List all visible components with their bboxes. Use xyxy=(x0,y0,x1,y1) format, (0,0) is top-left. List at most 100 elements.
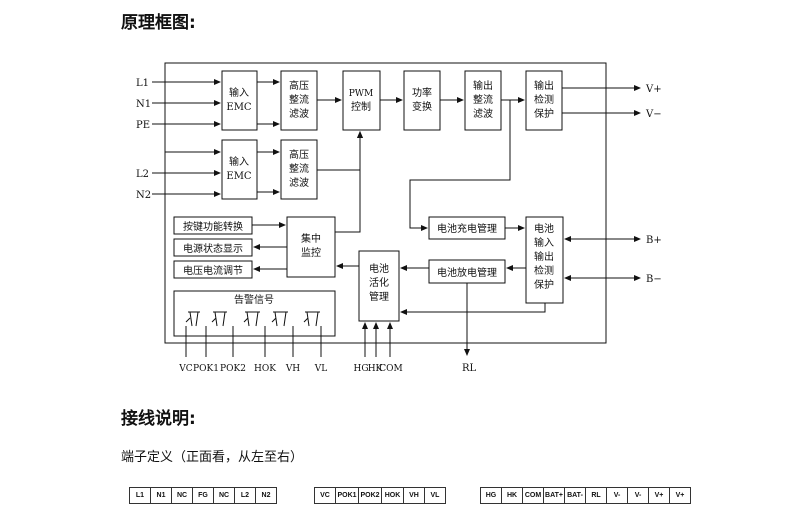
terminal-group-2: VC POK1 POK2 HOK VH VL xyxy=(314,487,446,504)
batprot-l3: 输出 xyxy=(534,250,554,263)
outfilter-l1: 输出 xyxy=(473,79,493,92)
signal-pok1: POK1 xyxy=(193,364,219,374)
input-l1: L1 xyxy=(136,78,149,89)
terminal-cell: VH xyxy=(404,488,425,503)
terminal-cell: BAT- xyxy=(565,488,586,503)
section-title-wiring: 接线说明: xyxy=(121,409,196,429)
terminal-cell: HG xyxy=(481,488,502,503)
emc1-l2: EMC xyxy=(226,102,252,113)
monitor-l2: 监控 xyxy=(301,246,321,259)
terminal-cell: HOK xyxy=(382,488,404,503)
terminal-group-3: HG HK COM BAT+ BAT- RL V- V- V+ V+ xyxy=(480,487,691,504)
terminal-cell: POK1 xyxy=(336,488,359,503)
block-battery-protection xyxy=(525,216,564,304)
powerstatus-label: 电源状态显示 xyxy=(183,242,243,255)
signal-hok: HOK xyxy=(254,364,276,374)
terminal-cell: L2 xyxy=(235,488,256,503)
keyswitch-label: 按键功能转换 xyxy=(183,220,243,233)
alarm-relays xyxy=(185,311,320,327)
batprot-l2: 输入 xyxy=(534,236,554,249)
block-hv-filter-1 xyxy=(280,70,318,131)
terminal-cell: COM xyxy=(523,488,544,503)
outfilter-l2: 整流 xyxy=(473,93,493,106)
activation-l3: 管理 xyxy=(369,290,389,303)
outprot-l1: 输出 xyxy=(534,79,554,92)
terminal-cell: NC xyxy=(172,488,193,503)
emc1-l1: 输入 xyxy=(229,86,249,99)
block-pwm xyxy=(342,70,381,131)
power-l2: 变换 xyxy=(412,100,432,113)
outprot-l3: 保护 xyxy=(534,107,554,120)
activation-l1: 电池 xyxy=(369,262,389,275)
block-battery-activation xyxy=(358,250,400,322)
terminal-cell: L1 xyxy=(130,488,151,503)
hv1-l3: 滤波 xyxy=(289,107,309,120)
section-title-diagram: 原理框图: xyxy=(121,13,196,33)
pin-hk: HK xyxy=(368,364,383,374)
batprot-l4: 检测 xyxy=(534,264,554,277)
signal-pok2: POK2 xyxy=(220,364,246,374)
pwm-l2: 控制 xyxy=(351,100,371,113)
terminal-group-1: L1 N1 NC FG NC L2 N2 xyxy=(129,487,277,504)
terminal-cell: VC xyxy=(315,488,336,503)
pwm-l1: PWM xyxy=(349,89,374,99)
output-vplus: V+ xyxy=(645,84,662,95)
block-voltage-current-adjust xyxy=(173,260,253,279)
terminal-cell: V+ xyxy=(649,488,670,503)
signal-vh: VH xyxy=(285,364,300,374)
hv1-l1: 高压 xyxy=(289,79,309,92)
terminal-cell: RL xyxy=(586,488,607,503)
terminal-cell: BAT+ xyxy=(544,488,565,503)
terminal-def-title: 端子定义（正面看，从左至右） xyxy=(121,450,304,465)
alarm-label: 告警信号 xyxy=(234,293,274,306)
emc2-l1: 输入 xyxy=(229,155,249,168)
hv2-l3: 滤波 xyxy=(289,176,309,189)
input-n1: N1 xyxy=(136,99,151,110)
terminal-cell: VL xyxy=(430,492,440,499)
charge-label: 电池充电管理 xyxy=(437,222,497,235)
terminal-cell: N1 xyxy=(151,488,172,503)
rl-label: RL xyxy=(462,363,477,374)
terminal-cell: NC xyxy=(214,488,235,503)
block-power-status xyxy=(173,238,253,257)
terminal-cell: V+ xyxy=(675,492,685,499)
terminal-cell: HK xyxy=(502,488,523,503)
block-emc1 xyxy=(221,70,258,131)
output-bplus: B+ xyxy=(646,235,662,246)
power-l1: 功率 xyxy=(412,86,432,99)
input-l2: L2 xyxy=(136,169,149,180)
output-bminus: B− xyxy=(646,274,662,285)
outfilter-l3: 滤波 xyxy=(473,107,493,120)
activation-l2: 活化 xyxy=(369,276,389,289)
block-emc2 xyxy=(221,139,258,200)
vcadjust-label: 电压电流调节 xyxy=(183,264,243,277)
terminal-cell: FG xyxy=(193,488,214,503)
block-output-filter xyxy=(464,70,502,131)
pin-hg: HG xyxy=(353,364,368,374)
input-n2: N2 xyxy=(136,190,151,201)
terminal-cell: POK2 xyxy=(359,488,382,503)
hv1-l2: 整流 xyxy=(289,93,309,106)
block-central-monitor xyxy=(286,216,336,278)
emc2-l2: EMC xyxy=(226,171,252,182)
diagram-frame xyxy=(164,62,607,344)
batprot-l1: 电池 xyxy=(534,222,554,235)
hv2-l2: 整流 xyxy=(289,162,309,175)
signal-vl: VL xyxy=(314,364,327,374)
hv2-l1: 高压 xyxy=(289,148,309,161)
terminal-cell: V- xyxy=(628,488,649,503)
signal-vc: VC xyxy=(178,364,192,374)
terminal-cell: N2 xyxy=(261,492,271,499)
monitor-l1: 集中 xyxy=(301,232,321,245)
pin-com: COM xyxy=(379,364,402,374)
outprot-l2: 检测 xyxy=(534,93,554,106)
discharge-label: 电池放电管理 xyxy=(437,266,497,279)
output-vminus: V− xyxy=(645,109,662,120)
terminal-cell: V- xyxy=(607,488,628,503)
input-pe: PE xyxy=(136,120,150,131)
block-output-protection xyxy=(525,70,563,131)
block-alarm-signals xyxy=(173,290,336,337)
block-power-conversion xyxy=(403,70,441,131)
batprot-l5: 保护 xyxy=(534,278,554,291)
